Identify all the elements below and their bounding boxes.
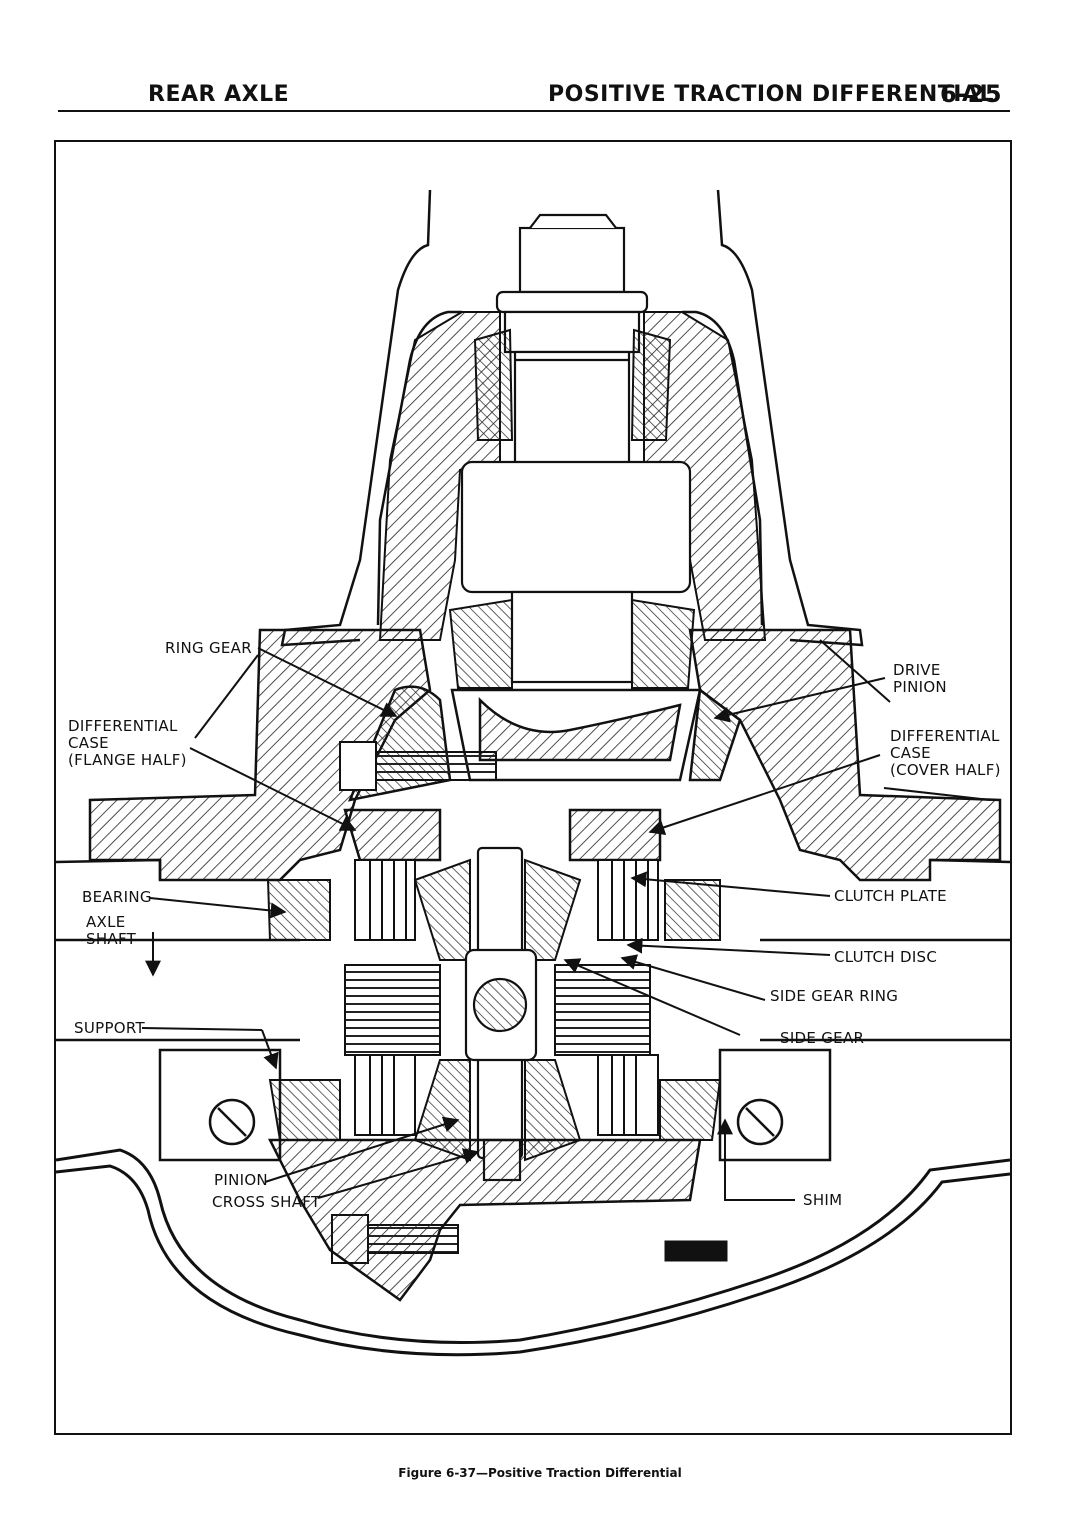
label-ring-gear: RING GEAR [165,639,252,657]
label-shim: SHIM [803,1191,843,1209]
header-rule [58,110,1010,112]
drive-pinion-shaft [460,213,692,684]
label-side-gear: SIDE GEAR [780,1029,865,1047]
label-cross-shaft: CROSS SHAFT [212,1193,321,1211]
label-clutch-plate: CLUTCH PLATE [834,887,947,905]
label-differential-case-cover: DIFFERENTIAL CASE (COVER HALF) [890,727,1001,779]
page-number: 6-25 [940,80,1003,108]
page-title: POSITIVE TRACTION DIFFERENTIAL [548,82,994,107]
leader-lines [141,639,991,1201]
figure-frame [54,140,1012,1435]
label-bearing: BEARING [82,888,152,906]
label-drive-pinion: DRIVE PINION [893,661,947,696]
label-differential-case-flange: DIFFERENTIAL CASE (FLANGE HALF) [68,717,187,769]
label-side-gear-ring: SIDE GEAR RING [770,987,899,1005]
label-pinion: PINION [214,1171,268,1189]
pinion-bearings [448,328,696,689]
cross-shaft [464,846,538,1182]
figure-caption: Figure 6-37—Positive Traction Differenti… [398,1466,682,1480]
axle-shafts [56,858,1010,1042]
pinion-housing-sections [378,311,767,641]
label-axle-shaft: AXLE SHAFT [86,913,137,948]
rear-cover [56,1148,1010,1357]
label-support: SUPPORT [74,1019,145,1037]
side-gears [344,858,651,1162]
section-title: REAR AXLE [148,82,290,107]
side-bearings [266,879,722,1141]
drive-pinion-gear [450,688,702,782]
differential-cross-section [56,189,1010,1357]
clutch-packs [354,859,659,1136]
label-clutch-disc: CLUTCH DISC [834,948,938,966]
